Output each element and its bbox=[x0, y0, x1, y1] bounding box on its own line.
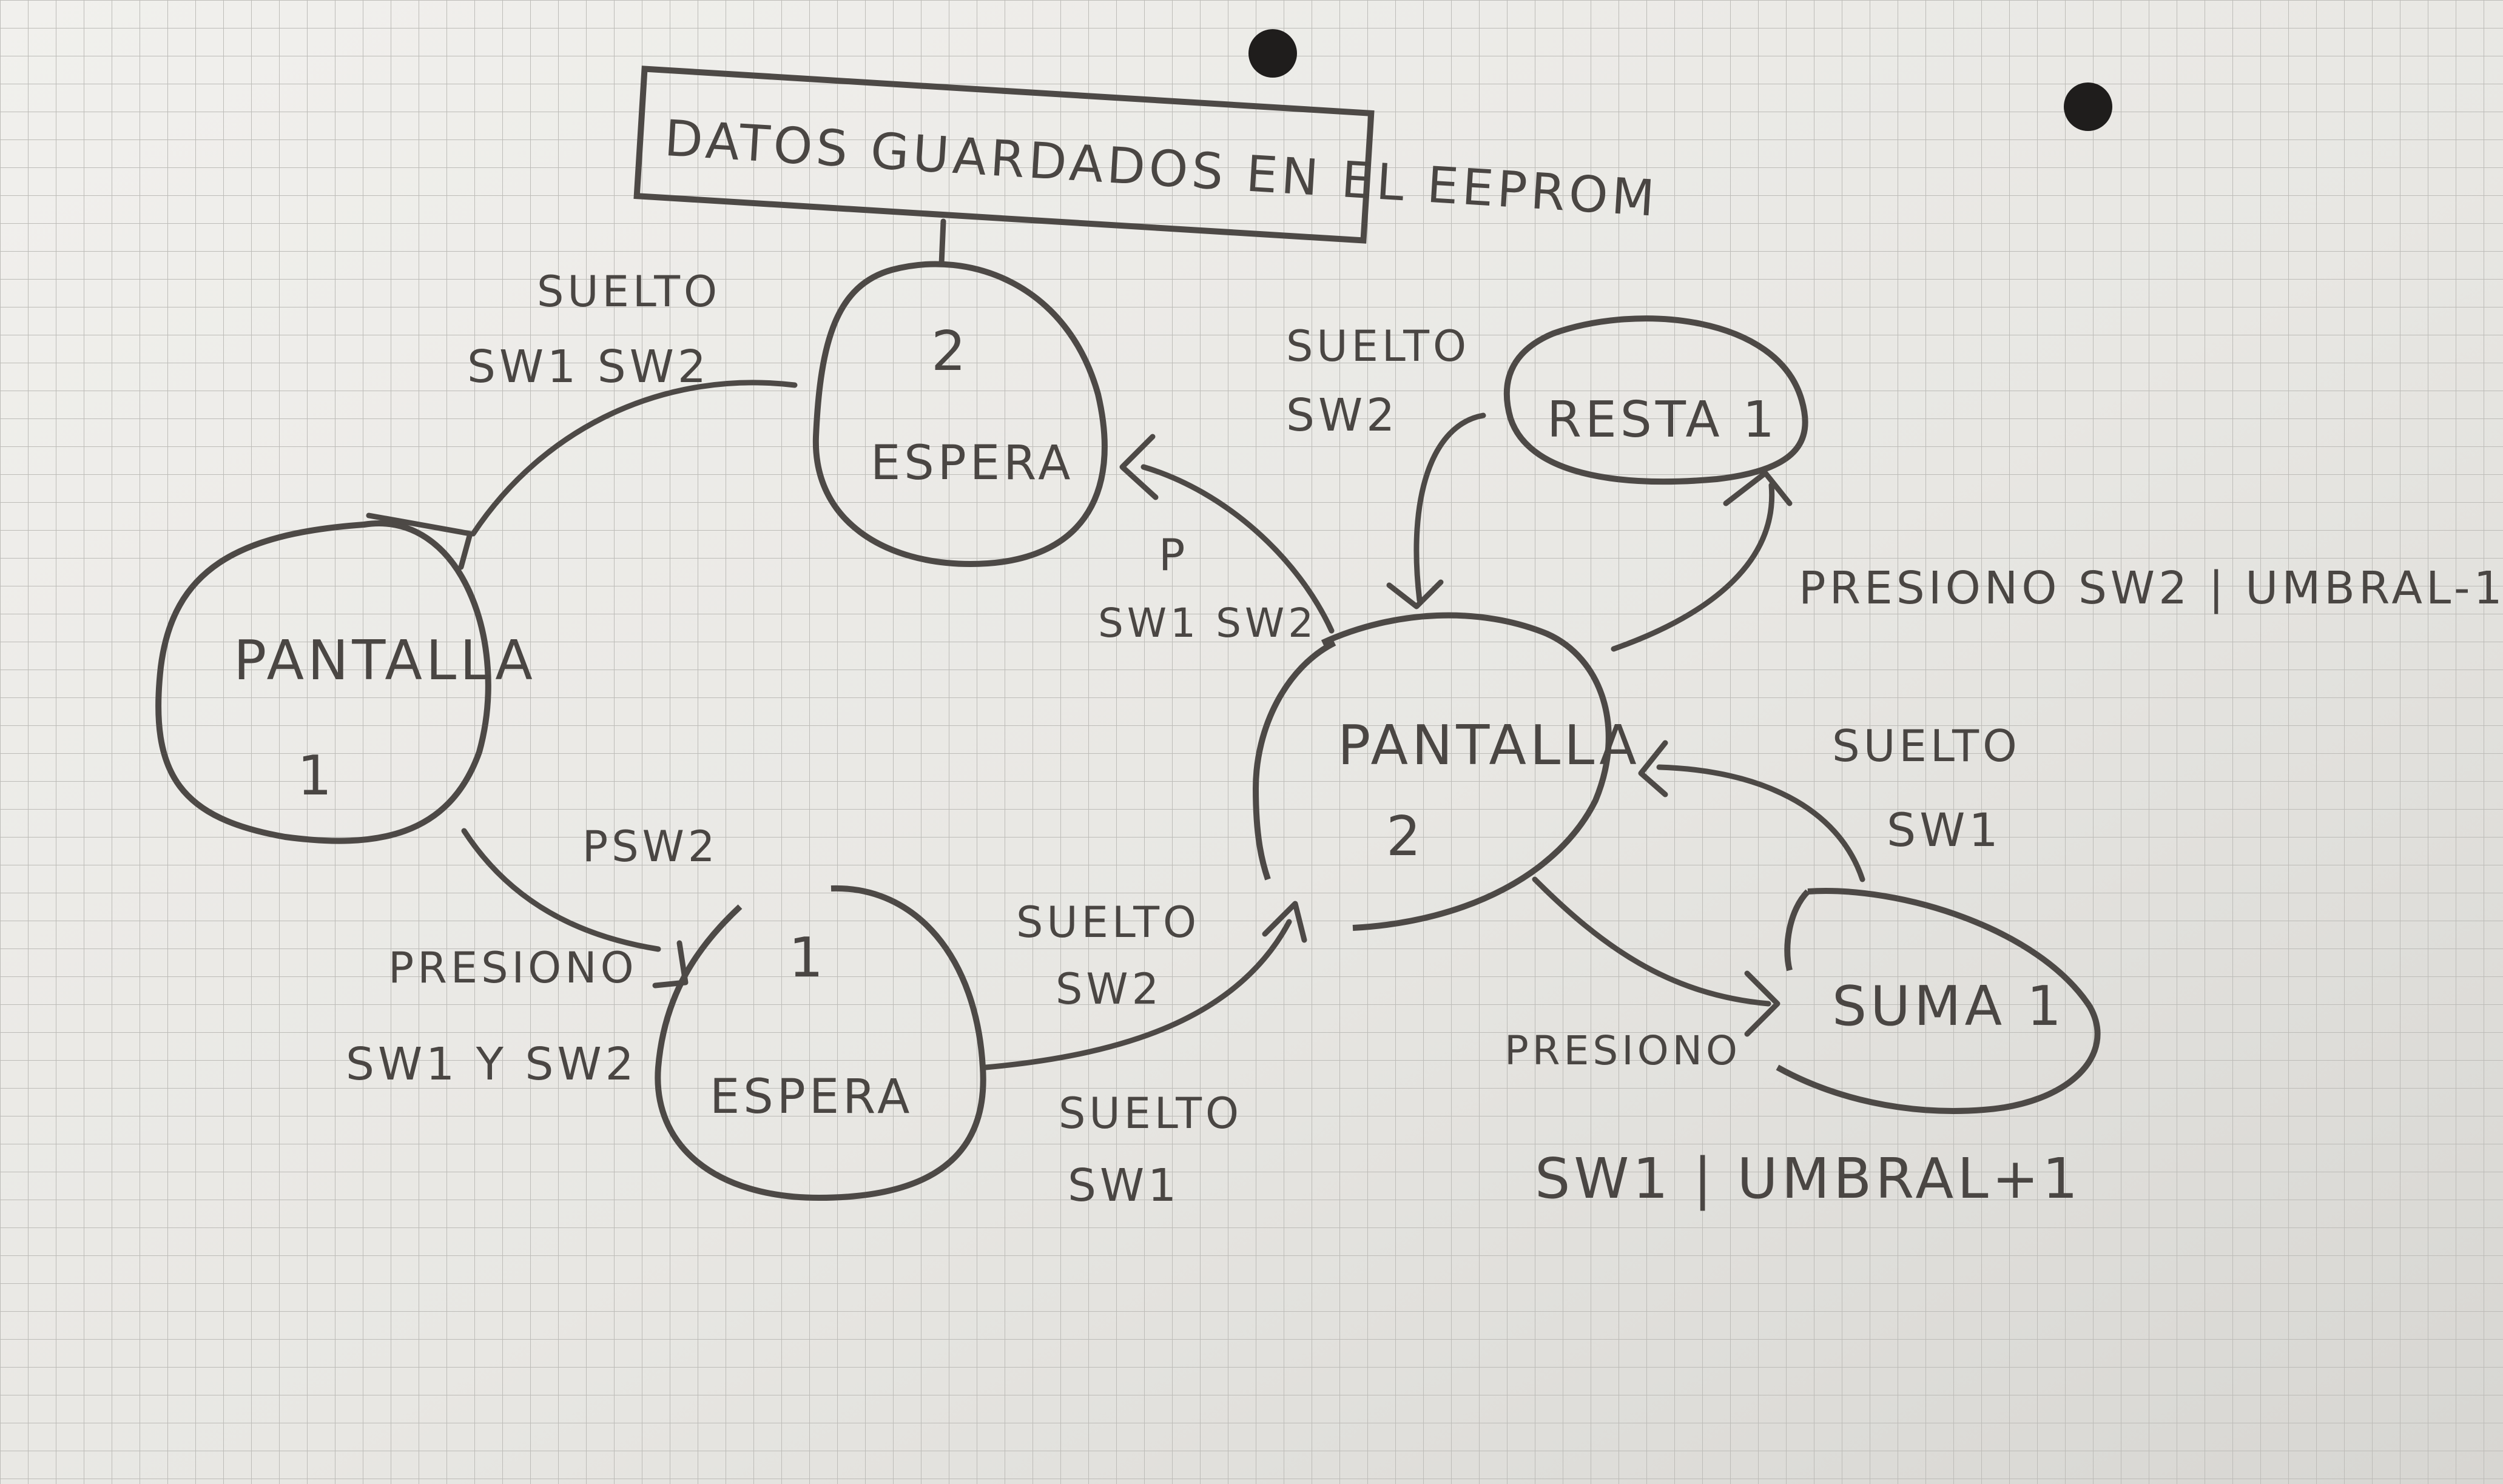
punch-hole bbox=[2064, 82, 2112, 131]
state-pantalla-2 bbox=[1321, 612, 1612, 931]
edge-pantalla1-espera1 bbox=[461, 828, 661, 952]
label-presiono-bottom-right: PRESIONO bbox=[1504, 1027, 1741, 1074]
state-pantalla-2-number: 2 bbox=[1386, 805, 1424, 868]
label-sw2-bottom-middle: SW2 bbox=[1056, 964, 1162, 1014]
label-suelto-bottom-middle: SUELTO bbox=[1016, 898, 1200, 947]
label-p-sw1-sw2: SW1 SW2 bbox=[1098, 600, 1317, 646]
state-espera-1 bbox=[655, 885, 986, 1201]
edge-pantalla2-resta1 bbox=[1611, 482, 1775, 652]
state-suma-1-left-arc bbox=[1784, 889, 1810, 972]
label-sw1-umbral-plus-1: SW1 | UMBRAL+1 bbox=[1535, 1146, 2081, 1211]
edge-resta1-pantalla2-arrowhead bbox=[1386, 579, 1444, 609]
edge-pantalla1-espera1-arrowhead bbox=[652, 940, 689, 989]
edge-suma1-pantalla2-arrowhead bbox=[1638, 740, 1668, 797]
label-sw1-y-sw2: SW1 Y SW2 bbox=[346, 1038, 638, 1090]
label-sw1-bottom: SW1 bbox=[1068, 1160, 1180, 1212]
state-espera-2-label: ESPERA bbox=[871, 436, 1074, 491]
edge-espera1-pantalla2-arrowhead bbox=[1262, 901, 1307, 943]
state-resta-1 bbox=[1503, 315, 1808, 485]
punch-hole bbox=[1248, 29, 1297, 78]
edge-espera1-pantalla2 bbox=[983, 919, 1292, 1070]
label-sw1-right: SW1 bbox=[1887, 803, 2002, 857]
edge-pantalla2-espera2 bbox=[1140, 464, 1335, 634]
state-espera-1-label: ESPERA bbox=[710, 1070, 914, 1124]
label-presiono-left: PRESIONO bbox=[388, 943, 638, 993]
edge-pantalla2-resta1-arrowhead bbox=[1723, 470, 1793, 506]
label-suelto-top-left: SUELTO bbox=[537, 267, 721, 317]
state-pantalla-2-left-arc bbox=[1252, 640, 1336, 881]
state-resta-1-label: RESTA 1 bbox=[1547, 391, 1778, 449]
edge-espera2-pantalla1 bbox=[470, 380, 798, 537]
edge-resta1-pantalla2 bbox=[1413, 412, 1486, 603]
edge-pantalla2-suma1 bbox=[1532, 876, 1771, 1007]
label-suelto-bottom: SUELTO bbox=[1059, 1089, 1242, 1138]
state-suma-1 bbox=[1776, 888, 2101, 1114]
edge-suma1-pantalla2 bbox=[1656, 764, 1865, 882]
state-pantalla-1-label: PANTALLA bbox=[234, 629, 536, 693]
state-pantalla-2-label: PANTALLA bbox=[1338, 714, 1640, 777]
state-espera-2 bbox=[812, 261, 1108, 568]
label-p: P bbox=[1159, 529, 1188, 580]
state-suma-1-label: SUMA 1 bbox=[1832, 975, 2065, 1038]
state-pantalla-1 bbox=[155, 520, 491, 844]
edge-pantalla2-suma1-arrowhead bbox=[1744, 970, 1780, 1037]
label-presiono-sw2-umbral: PRESIONO SW2 | UMBRAL-1 bbox=[1799, 562, 2503, 614]
label-suelto-top-right: SUELTO bbox=[1286, 321, 1470, 371]
edge-espera2-pantalla1-arrowhead bbox=[366, 512, 473, 570]
label-sw2-top-right: SW2 bbox=[1286, 389, 1398, 442]
label-sw1-sw2-top-left: SW1 SW2 bbox=[467, 341, 710, 393]
state-espera-1-number: 1 bbox=[789, 926, 827, 990]
state-pantalla-1-number: 1 bbox=[297, 744, 335, 808]
label-suelto-right: SUELTO bbox=[1832, 720, 2021, 771]
note-connector bbox=[938, 218, 946, 267]
eeprom-note-box bbox=[633, 65, 1375, 244]
label-psw2: PSW2 bbox=[582, 822, 718, 871]
state-espera-2-number: 2 bbox=[931, 320, 969, 383]
edge-pantalla2-espera2-arrowhead bbox=[1119, 434, 1159, 500]
